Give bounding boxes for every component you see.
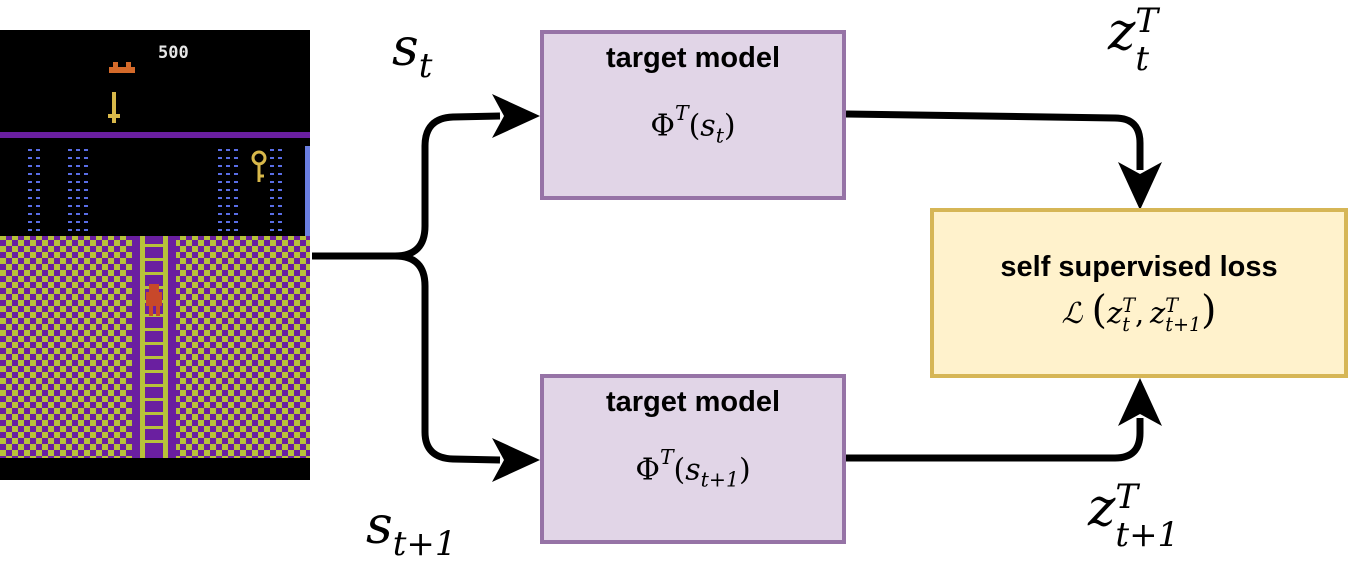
target-model-top-box: target model ΦT(st) [540,30,846,200]
target-model-bottom-formula: ΦT(st+1) [635,445,751,492]
key-icon [251,150,267,182]
right-wall [305,146,310,238]
ladder-icon [132,236,176,458]
sword-icon [108,92,120,123]
arrow-bottom-model-to-loss [846,418,1144,462]
game-frame-image: 500 [0,30,310,480]
arrow-to-bottom-model [492,438,540,482]
laser-barriers [28,149,282,231]
brace-connector [312,112,501,260]
target-model-top-title: target model [605,42,781,74]
target-model-bottom-title: target model [605,386,781,418]
target-model-top-formula: ΦT(st) [650,101,736,148]
top-platform [0,132,310,138]
label-s-t: st [392,18,433,86]
arrow-to-top-model [492,94,540,138]
arrow-top-model-to-loss [845,110,1144,170]
player-character-icon [146,284,162,316]
loss-title: self supervised loss [1000,251,1278,284]
label-s-t-plus-1: st+1 [366,496,457,564]
lives-icon [109,62,135,73]
score-text: 500 [158,43,189,63]
target-model-bottom-box: target model ΦT(st+1) [540,374,846,544]
